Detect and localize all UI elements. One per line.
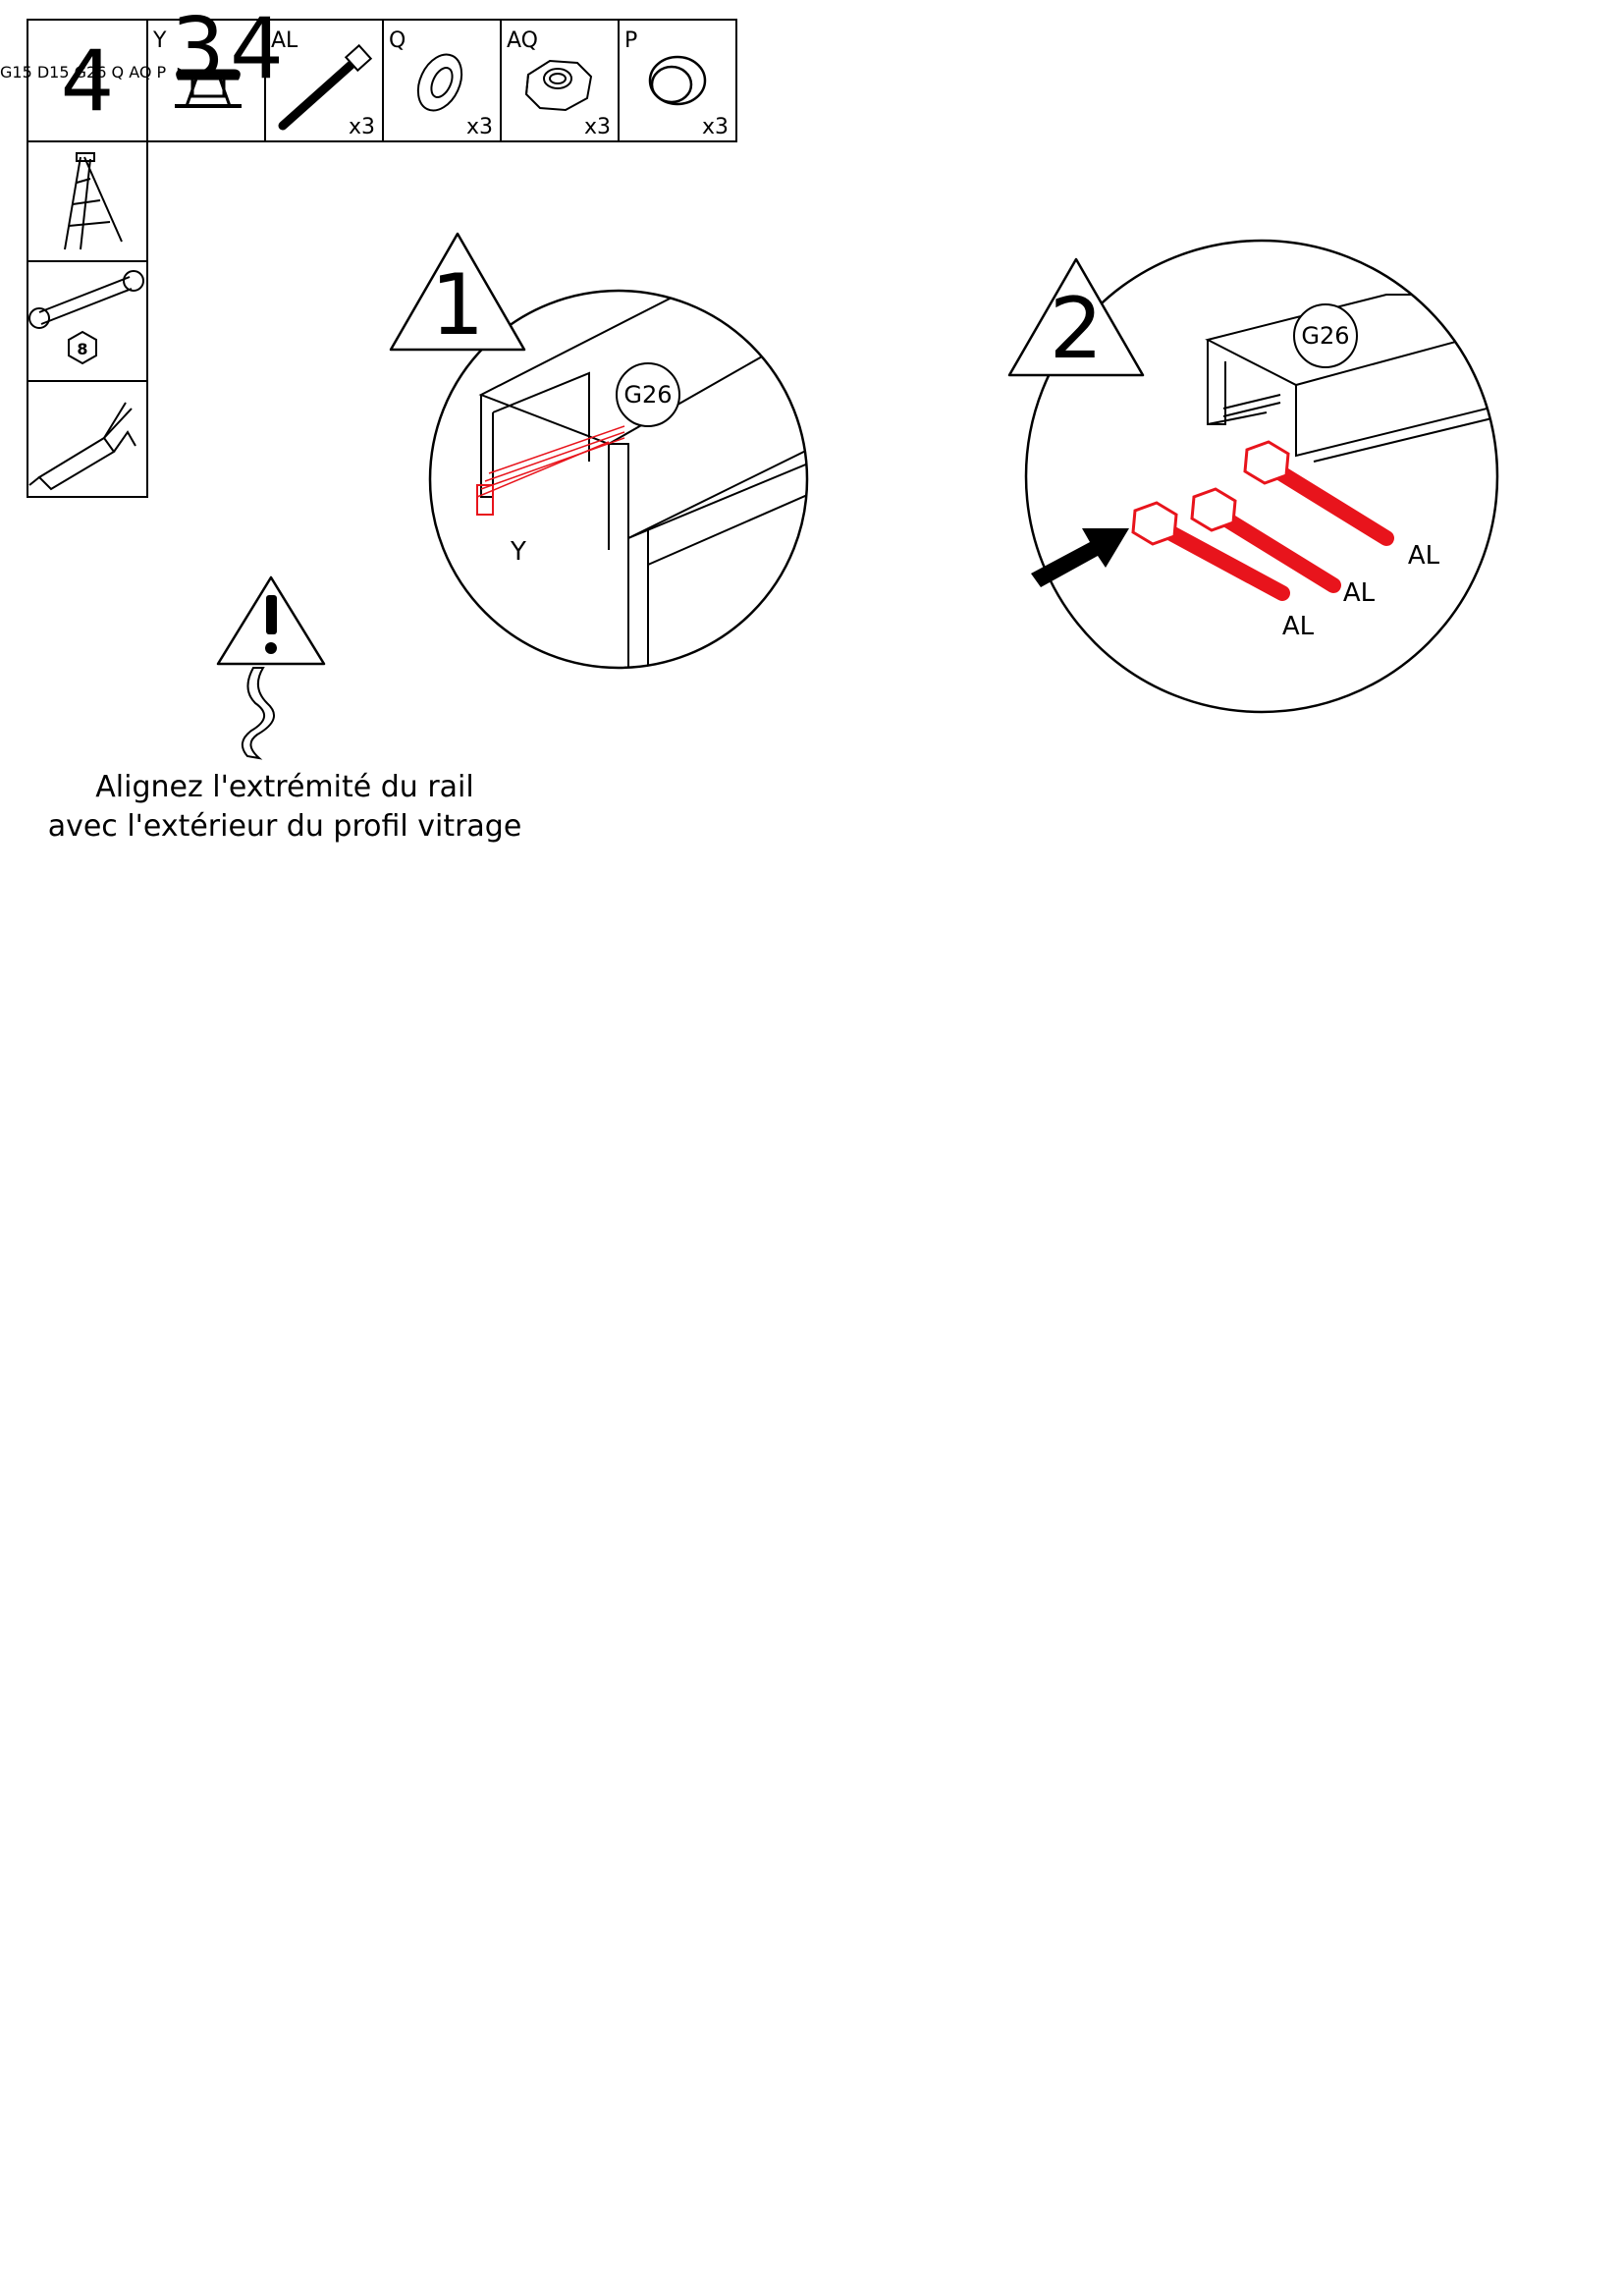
step-badge-1: 1 (389, 232, 526, 355)
svg-text:1: 1 (431, 256, 485, 355)
part-qty-al: x3 (349, 115, 375, 139)
part-code-q: Q (389, 28, 406, 53)
ladder-icon (64, 152, 123, 250)
part-code-al: AL (271, 28, 298, 53)
part-qty-q: x3 (466, 115, 493, 139)
part-code-y: Y (152, 28, 167, 53)
label-al-1: AL (1408, 541, 1440, 571)
label-g26-3: G26 (74, 63, 107, 82)
label-g26-1: G26 (623, 381, 672, 409)
label-y: Y (510, 537, 526, 567)
svg-text:2: 2 (1050, 280, 1104, 378)
callout-g26-1 (616, 362, 680, 427)
step-number: 4 (61, 32, 115, 131)
cap-icon (648, 55, 707, 106)
label-aq: AQ (129, 63, 152, 82)
label-al-2: AL (1343, 578, 1376, 608)
label-al-3: AL (1282, 612, 1315, 641)
warning-text-line2: avec l'extérieur du profil vitrage (47, 809, 522, 844)
step-badge-2: 2 (1007, 257, 1145, 378)
bolt-icon (278, 43, 373, 131)
warning-icon (216, 575, 326, 760)
label-q: Q (111, 63, 125, 82)
part-qty-p: x3 (702, 115, 729, 139)
parts-table (27, 19, 737, 498)
rail-clip-icon (175, 69, 242, 108)
label-g26-2: G26 (1301, 322, 1349, 350)
bolts-al (1131, 440, 1394, 601)
warning-text-line1: Alignez l'extrémité du rail (95, 770, 474, 804)
sealant-gun-icon (28, 402, 136, 491)
part-code-p: P (624, 28, 637, 53)
wrench-icon (28, 270, 144, 365)
part-qty-aq: x3 (584, 115, 611, 139)
callout-g26-2 (1293, 303, 1358, 368)
label-d15: D15 (36, 63, 70, 82)
step-badge-4: 4 (230, 0, 284, 98)
nut-icon (524, 59, 593, 112)
label-p: P (156, 63, 167, 82)
label-g15: G15 (0, 63, 32, 82)
washer-icon (416, 53, 463, 112)
part-code-aq: AQ (507, 28, 538, 53)
wrench-size: 8 (77, 340, 87, 358)
arrow-icon (1031, 528, 1129, 587)
